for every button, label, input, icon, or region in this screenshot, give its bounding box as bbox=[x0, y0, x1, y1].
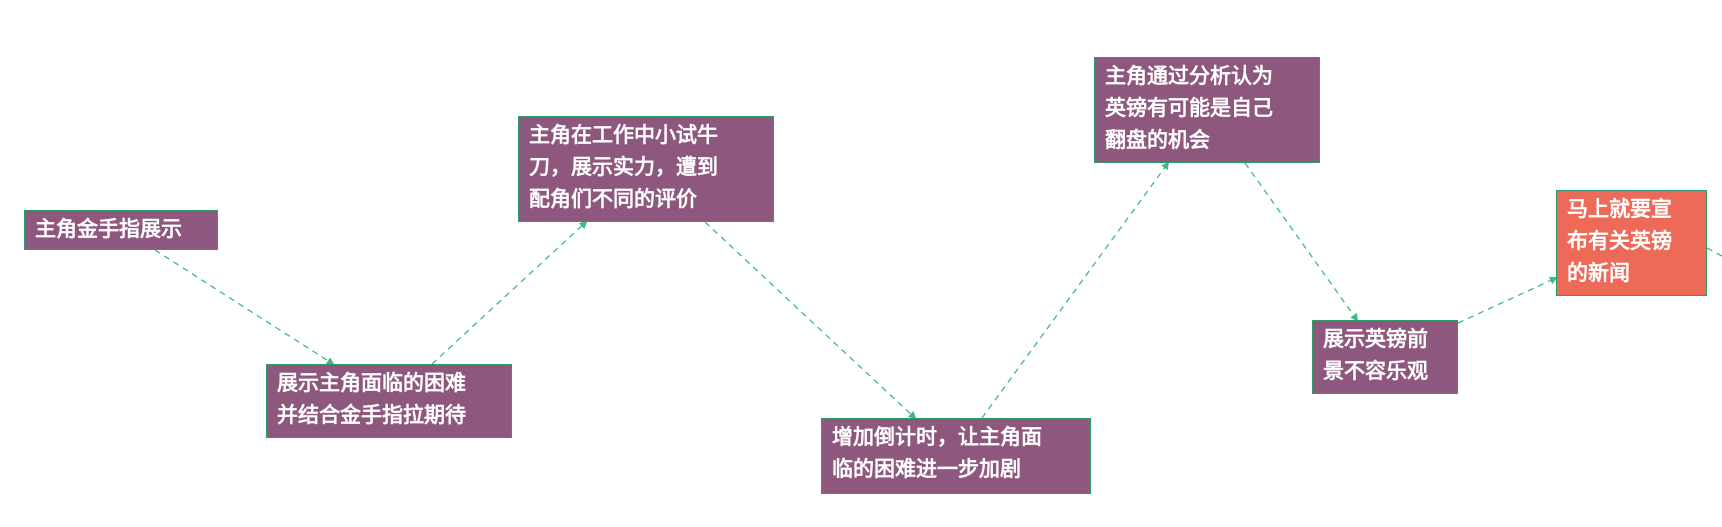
node-protagonist-difficulty[interactable]: 展示主角面临的困难 并结合金手指拉期待 bbox=[266, 364, 512, 438]
connector-n5-to-n6 bbox=[1244, 162, 1359, 322]
node-countdown[interactable]: 增加倒计时，让主角面 临的困难进一步加剧 bbox=[821, 418, 1091, 494]
connector-n7-to-offscreen-right bbox=[1706, 247, 1722, 257]
connector-n2-to-n3 bbox=[431, 220, 588, 365]
connector-n1-to-n2 bbox=[154, 249, 335, 366]
node-pound-news[interactable]: 马上就要宣 布有关英镑 的新闻 bbox=[1556, 190, 1707, 296]
node-pound-opportunity[interactable]: 主角通过分析认为 英镑有可能是自己 翻盘的机会 bbox=[1094, 57, 1320, 163]
node-golden-finger-showcase[interactable]: 主角金手指展示 bbox=[24, 210, 218, 250]
node-work-trial[interactable]: 主角在工作中小试牛 刀，展示实力，遭到 配角们不同的评价 bbox=[518, 116, 774, 222]
connector-n6-to-n7 bbox=[1457, 276, 1558, 324]
connector-n4-to-n5 bbox=[981, 161, 1170, 419]
node-pound-outlook[interactable]: 展示英镑前 景不容乐观 bbox=[1312, 320, 1458, 394]
connector-n3-to-n4 bbox=[704, 221, 917, 420]
